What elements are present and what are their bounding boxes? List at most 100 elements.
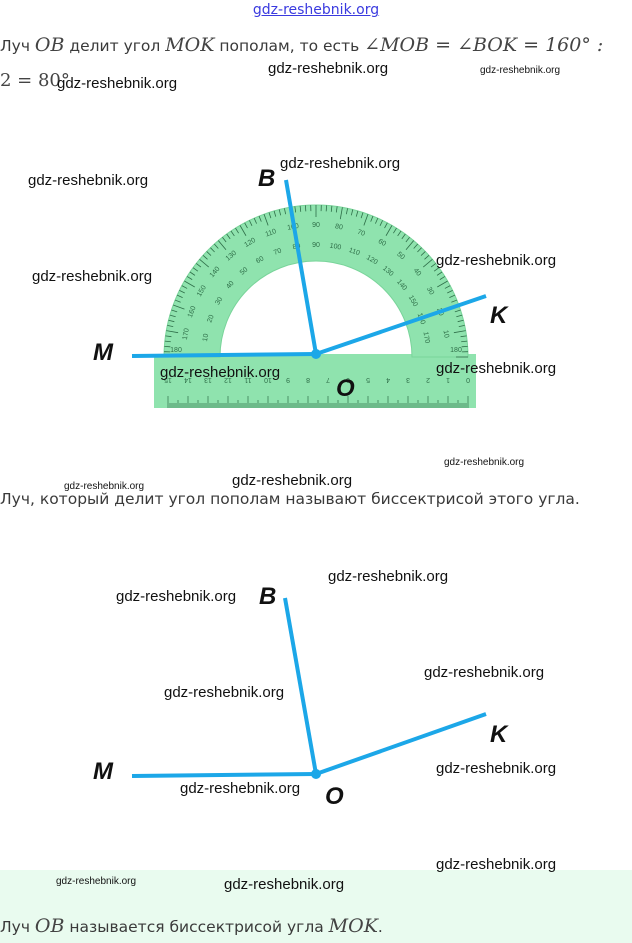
protractor-tick: [186, 276, 193, 280]
protractor-tick: [199, 258, 210, 268]
protractor-tick: [456, 314, 463, 318]
protractor-tick: [461, 340, 468, 343]
protractor-tick: [449, 294, 456, 298]
protractor-tick: [413, 243, 419, 249]
label-b: B: [258, 165, 275, 192]
ruler-scale-label: 8: [306, 376, 310, 383]
protractor-scale-label: 20: [206, 314, 215, 324]
protractor-tick: [360, 212, 364, 219]
watermark: gdz-reshebnik.org: [444, 457, 525, 468]
protractor-tick: [447, 290, 453, 294]
footer-band: [0, 870, 632, 943]
protractor-tick: [169, 314, 176, 318]
protractor-tick: [179, 290, 185, 294]
protractor-tick: [422, 258, 433, 268]
protractor-tick: [164, 340, 171, 343]
protractor-tick: [451, 299, 458, 303]
protractor-scale-label: 80: [334, 223, 343, 231]
protractor-scale-label: 110: [348, 247, 361, 257]
header-link[interactable]: gdz-reshebnik.org: [252, 2, 380, 18]
ruler-scale-label: 7: [326, 376, 330, 383]
protractor-tick: [213, 243, 219, 249]
protractor-scale-label: 10: [202, 333, 210, 342]
protractor-tick: [436, 271, 443, 276]
protractor-tick: [384, 222, 388, 229]
protractor-tick: [184, 280, 195, 288]
vertex-o: [311, 769, 321, 779]
protractor-scale-label: 110: [265, 228, 278, 238]
protractor-tick: [405, 240, 415, 251]
protractor-tick: [273, 210, 277, 217]
math-angle-mok: MOK: [165, 34, 215, 56]
protractor-tick: [420, 251, 426, 256]
protractor-tick: [430, 263, 437, 268]
watermark: gdz-reshebnik.org: [280, 155, 401, 172]
protractor-tick: [401, 233, 406, 240]
ray-ok: [315, 294, 487, 356]
protractor-tick: [195, 263, 202, 268]
watermark: gdz-reshebnik.org: [180, 780, 301, 797]
para3-text-c: .: [377, 918, 383, 936]
ruler-scale-label: 10: [264, 376, 272, 383]
protractor-tick: [370, 215, 374, 222]
protractor-tick: [244, 222, 248, 229]
para1-text-c: пополам, то есть: [214, 37, 365, 55]
watermark: gdz-reshebnik.org: [64, 481, 145, 492]
protractor-scale-label: 90: [312, 222, 320, 229]
math-angle-mok: MOK: [328, 915, 378, 937]
label-b: B: [259, 583, 276, 610]
protractor-tick: [258, 215, 262, 222]
math-equation: ∠MOB = ∠BOK = 160° :: [364, 34, 604, 56]
protractor-tick: [439, 276, 446, 280]
watermark: gdz-reshebnik.org: [56, 876, 137, 887]
protractor-tick: [222, 236, 227, 243]
protractor-tick: [335, 206, 338, 213]
protractor-tick: [458, 325, 465, 328]
protractor-tick: [217, 240, 227, 251]
label-o: O: [325, 783, 344, 810]
protractor-tick: [171, 309, 178, 313]
protractor-tick: [385, 225, 393, 236]
protractor-scale-label: 10: [442, 330, 450, 339]
watermark: gdz-reshebnik.org: [436, 760, 557, 777]
watermark: gdz-reshebnik.org: [160, 364, 281, 381]
protractor-tick: [181, 285, 188, 289]
protractor-scale-label: 120: [365, 254, 379, 266]
protractor-tick: [350, 209, 354, 216]
label-o: O: [336, 375, 355, 402]
protractor-tick: [363, 214, 369, 226]
paragraph-1: Луч OB делит угол MOK пополам, то есть ∠…: [0, 34, 603, 56]
ruler-scale-label: 9: [286, 376, 290, 383]
protractor-tick: [226, 233, 231, 240]
ray-om: [131, 772, 317, 778]
protractor-tick: [202, 254, 208, 260]
ruler-scale-label: 11: [244, 376, 251, 383]
watermark: gdz-reshebnik.org: [268, 60, 389, 77]
protractor-tick: [206, 251, 212, 256]
protractor-scale-label: 50: [395, 251, 406, 261]
protractor-tick: [345, 208, 348, 215]
watermark: gdz-reshebnik.org: [57, 75, 178, 92]
protractor-tick: [166, 330, 179, 334]
ruler-scale-label: 13: [204, 376, 212, 383]
watermark: gdz-reshebnik.org: [32, 268, 153, 285]
ray-ok: [315, 712, 487, 776]
protractor-scale-label: 50: [239, 266, 250, 276]
protractor-tick: [210, 247, 215, 253]
protractor-tick: [437, 280, 448, 288]
protractor-tick: [405, 236, 410, 243]
label-k: K: [490, 721, 509, 748]
watermark: gdz-reshebnik.org: [116, 588, 237, 605]
protractor-tick: [424, 254, 430, 260]
paragraph-3: Луч OB называется биссектрисой угла MOK.: [0, 915, 383, 937]
para1-text-b: делит угол: [64, 37, 166, 55]
protractor-scale-label: 160: [187, 305, 198, 318]
watermark: gdz-reshebnik.org: [436, 856, 557, 873]
protractor-tick: [284, 208, 287, 215]
ruler-scale-label: 4: [386, 376, 390, 383]
ruler-scale-label: 1: [446, 376, 450, 383]
protractor-scale-label: 70: [356, 229, 366, 238]
label-m: M: [93, 758, 114, 785]
protractor-tick: [278, 209, 282, 216]
